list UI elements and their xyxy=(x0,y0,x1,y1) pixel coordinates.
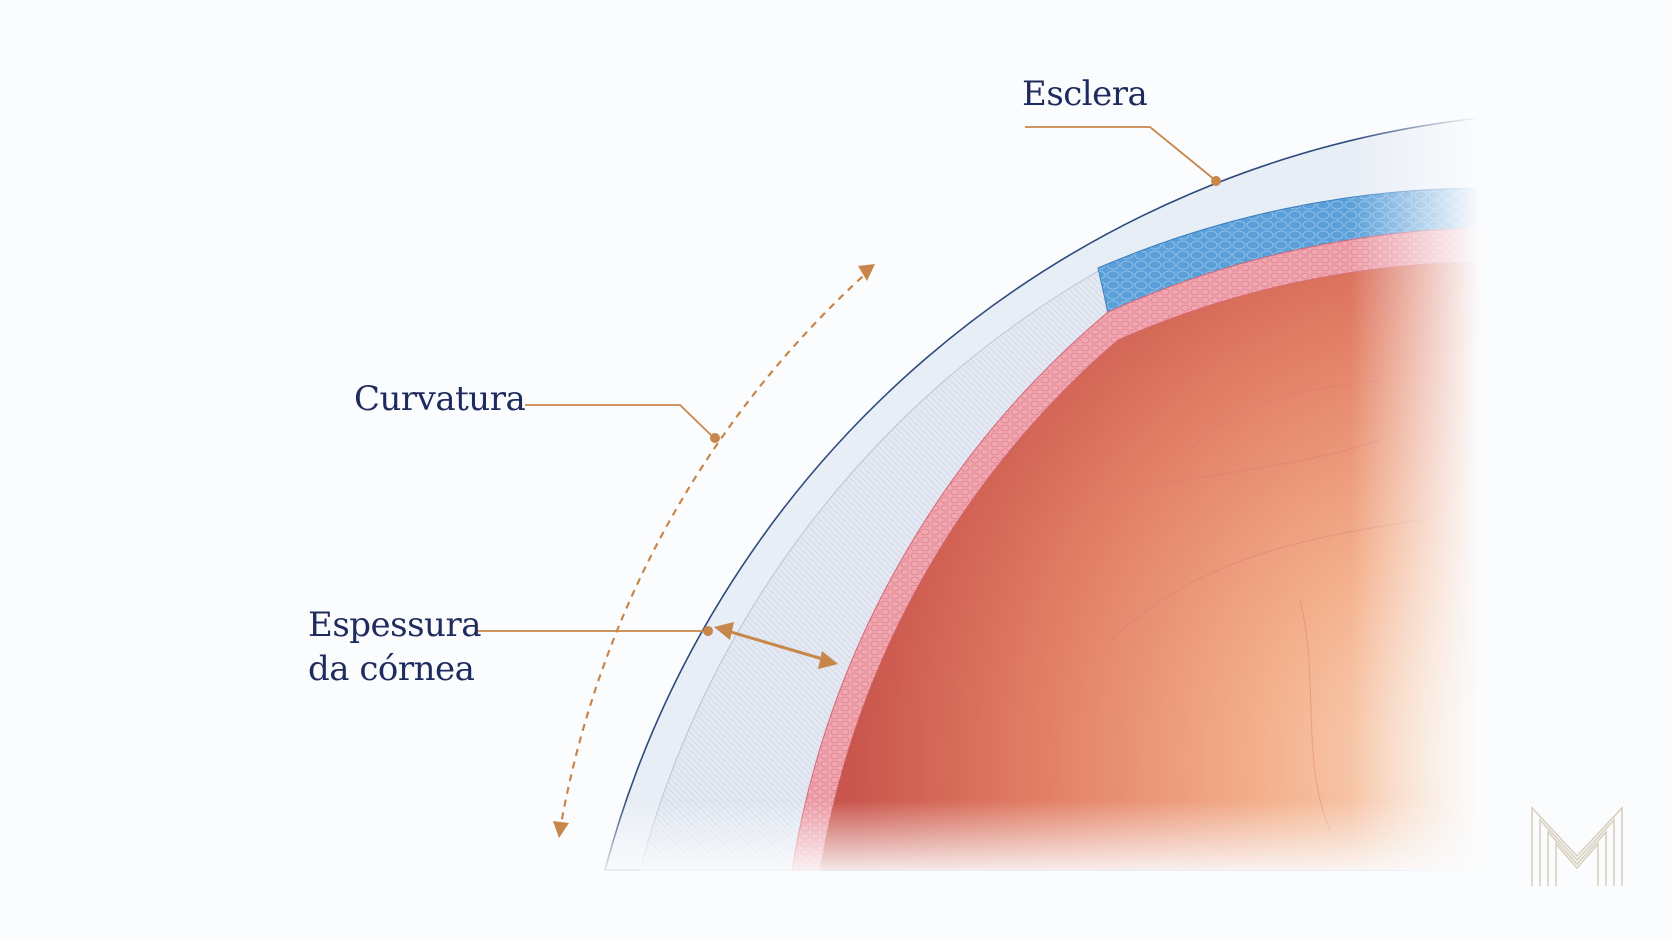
thickness-label-line1: Espessura xyxy=(308,605,481,645)
sclera-leader xyxy=(1025,126,1221,186)
curvature-arrowhead-top xyxy=(858,264,875,281)
thickness-leader xyxy=(476,626,713,636)
thickness-label-line2: da córnea xyxy=(308,649,475,689)
fade-bottom-overlay xyxy=(560,800,1672,941)
fade-right-overlay xyxy=(1350,0,1672,941)
curvature-arrowhead-bottom xyxy=(553,821,569,838)
thickness-double-arrow xyxy=(714,622,838,669)
thickness-label: Espessura da córnea xyxy=(308,603,481,691)
inner-eye-tissue xyxy=(820,262,1480,870)
curvature-arc-arrow xyxy=(553,264,875,838)
curvature-leader xyxy=(525,404,720,443)
monogram-m-logo xyxy=(1531,805,1623,886)
sclera-label: Esclera xyxy=(1022,74,1148,114)
curvature-label: Curvatura xyxy=(354,379,526,419)
